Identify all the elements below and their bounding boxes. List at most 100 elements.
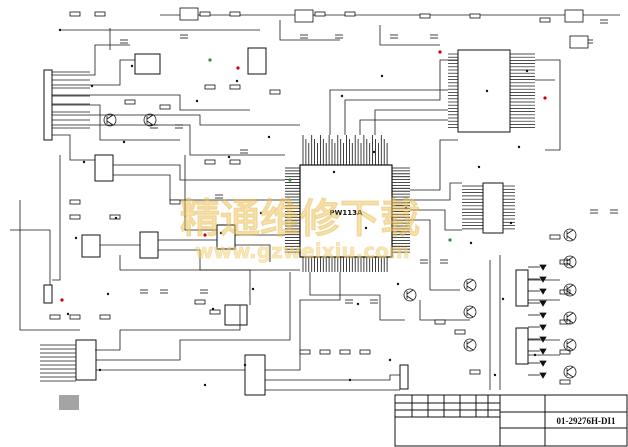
resistor xyxy=(344,11,356,17)
resistor xyxy=(559,259,571,265)
resistor xyxy=(559,319,571,325)
wire xyxy=(119,255,251,305)
transistor-collector xyxy=(146,114,154,120)
red-marker xyxy=(60,298,64,302)
transistor xyxy=(563,338,577,352)
wire xyxy=(52,134,95,161)
wire xyxy=(379,25,440,46)
junction-dot xyxy=(211,307,215,311)
diode xyxy=(539,336,547,343)
wire xyxy=(52,114,300,126)
transistor-emitter xyxy=(466,345,474,351)
main-controller-ic: PW113A xyxy=(285,135,410,272)
transistor-collector xyxy=(566,229,574,235)
resistor xyxy=(419,13,431,19)
junction-dot xyxy=(525,69,529,73)
wire xyxy=(410,139,458,191)
wire xyxy=(10,229,51,285)
transistor-array xyxy=(103,113,577,379)
junction-dot xyxy=(219,231,223,235)
diode xyxy=(539,300,547,307)
green-marker xyxy=(448,238,452,242)
junction-dot xyxy=(130,64,134,68)
transistor-emitter xyxy=(466,312,474,318)
ic-bottom-mid xyxy=(244,354,266,396)
ic-left-lower xyxy=(81,234,101,258)
junction-dot xyxy=(114,216,118,220)
red-marker xyxy=(203,233,207,237)
transistor xyxy=(563,365,577,379)
resistor xyxy=(229,84,241,90)
transistor xyxy=(563,283,577,297)
resistor xyxy=(99,314,111,320)
wire xyxy=(410,219,460,291)
wire xyxy=(184,155,217,231)
wire xyxy=(265,272,341,371)
resistor xyxy=(199,11,211,17)
wire xyxy=(52,59,135,86)
transistor-emitter xyxy=(406,295,414,301)
transistor-collector xyxy=(406,289,414,295)
diode xyxy=(539,312,547,319)
wire xyxy=(52,124,285,156)
passive-components xyxy=(49,7,618,387)
transistor-collector xyxy=(466,306,474,312)
resistor xyxy=(124,99,136,105)
title-block xyxy=(394,394,628,447)
resistor xyxy=(229,159,241,165)
small-ics xyxy=(75,47,529,396)
resistor xyxy=(69,214,81,220)
transistor xyxy=(463,338,477,352)
resistor xyxy=(204,84,216,90)
resistor xyxy=(159,104,171,110)
transistor-collector xyxy=(566,339,574,345)
resistor xyxy=(539,17,551,23)
wiring xyxy=(10,14,620,410)
resistor xyxy=(269,89,281,95)
right-middle-ic xyxy=(462,182,515,234)
diode xyxy=(539,372,547,379)
wire xyxy=(52,44,130,76)
junction-dot xyxy=(340,94,344,98)
junction-dot xyxy=(493,373,497,377)
resistor xyxy=(339,349,351,355)
resistor xyxy=(69,11,81,17)
resistor xyxy=(559,379,571,385)
wire xyxy=(535,59,561,151)
transistor-emitter xyxy=(566,235,574,241)
transistor-collector xyxy=(566,256,574,262)
wire xyxy=(19,200,80,331)
wire xyxy=(52,94,250,111)
junction-dot xyxy=(122,140,126,144)
watermark-url: www.gzweixiu.com xyxy=(195,239,410,263)
wire xyxy=(265,374,400,381)
junction-dot xyxy=(195,99,199,103)
diode xyxy=(539,264,547,271)
junction-dot xyxy=(332,170,336,174)
junction-dot xyxy=(517,145,521,149)
junction-dot xyxy=(469,241,473,245)
connector-left-small xyxy=(43,284,53,304)
junction-dot xyxy=(90,84,94,88)
resistor xyxy=(314,11,326,17)
diode xyxy=(539,360,547,367)
junction-dot xyxy=(203,383,207,387)
transistor-collector xyxy=(566,366,574,372)
junction-dot xyxy=(477,165,481,169)
junction-dot xyxy=(267,135,271,139)
junction-dot xyxy=(227,155,231,159)
resistor xyxy=(169,199,181,205)
resistor xyxy=(559,289,571,295)
resistor xyxy=(204,159,216,165)
junction-dot xyxy=(501,297,505,301)
resistor xyxy=(454,329,466,335)
junction-dot xyxy=(388,358,392,362)
resistor xyxy=(194,299,206,305)
green-marker xyxy=(288,178,292,182)
junction-dot xyxy=(235,79,239,83)
resistor xyxy=(49,314,61,320)
wire xyxy=(344,59,458,135)
transistor xyxy=(143,113,157,127)
junction-dot xyxy=(243,363,247,367)
